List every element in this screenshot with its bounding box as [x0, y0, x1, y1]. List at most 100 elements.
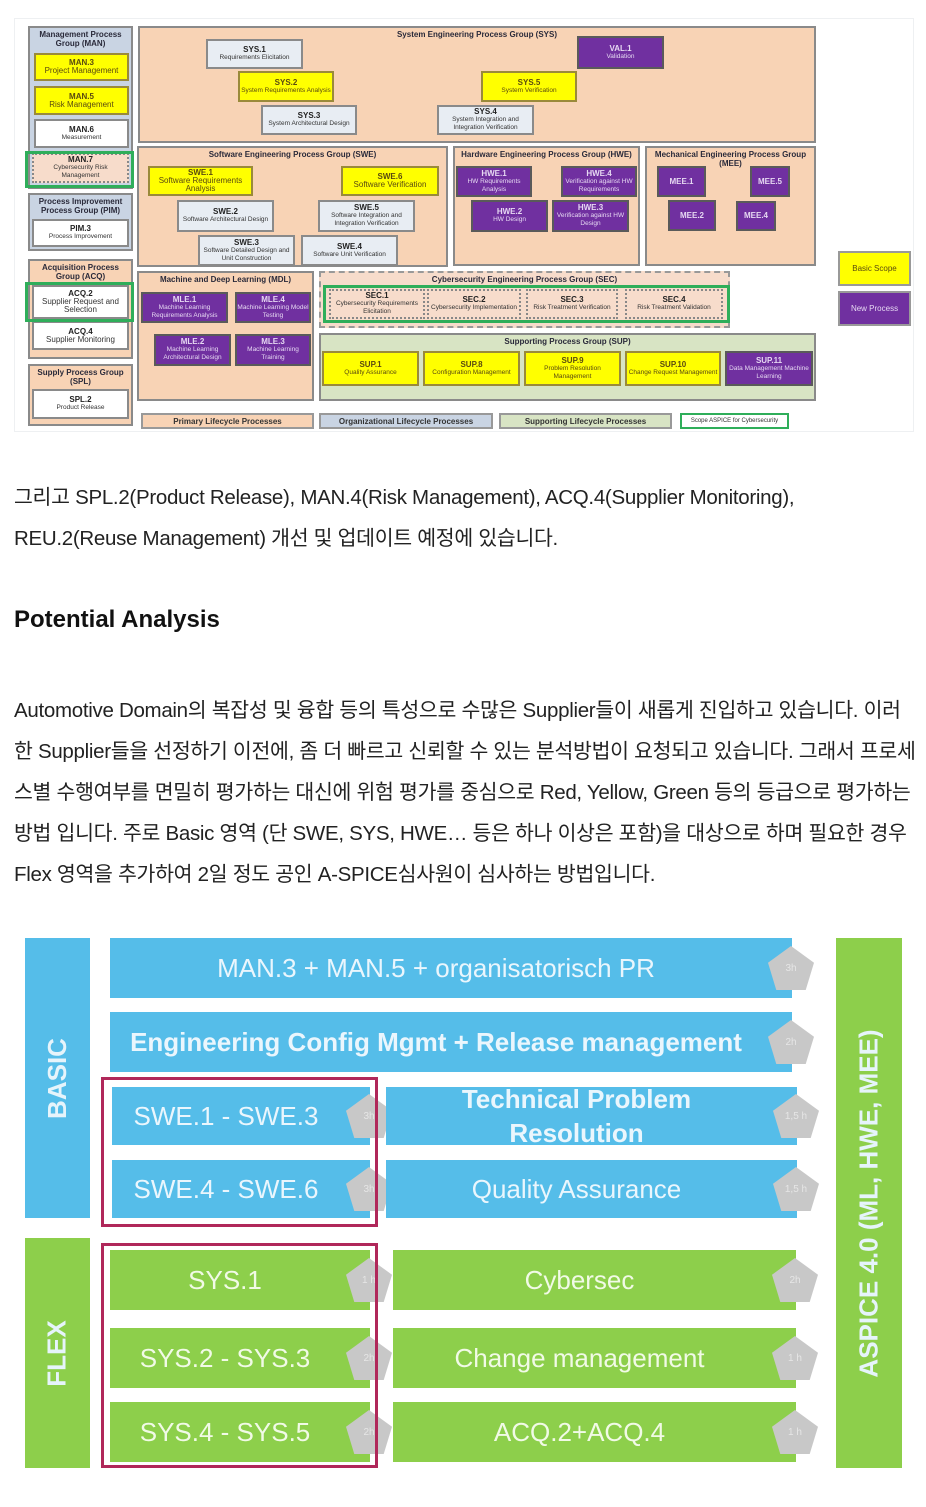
process-code: HWE.3	[577, 203, 604, 212]
hours-label: 1,5 h	[784, 1110, 808, 1122]
hours-label: 3h	[785, 962, 797, 974]
process-name: Cybersecurity Risk Management	[53, 164, 108, 179]
process-name: Data Management Machine Learning	[729, 364, 809, 380]
process-code: SUP.11	[755, 355, 783, 365]
process-name: Change Request Management	[628, 368, 718, 376]
process-name: Supplier Monitoring	[46, 334, 115, 344]
process-box-mee4: MEE.4	[736, 201, 776, 231]
process-code: MAN.5	[69, 91, 94, 101]
process-code: SEC.4	[662, 295, 686, 304]
group-title: Cybersecurity Engineering Process Group …	[431, 275, 618, 284]
process-code: HWE.1	[481, 168, 507, 178]
scope-item-label: SYS.1	[188, 1265, 262, 1295]
process-name: Product Release	[56, 404, 105, 411]
process-name: System Integration and Integration Verif…	[452, 116, 519, 131]
group-title: Hardware Engineering Process Group (HWE)	[461, 150, 632, 159]
legend-label: Basic Scope	[852, 264, 897, 273]
intro-paragraph: 그리고 SPL.2(Product Release), MAN.4(Risk M…	[14, 486, 795, 550]
process-code: HWE.2	[496, 207, 523, 216]
process-name: Project Management	[44, 66, 119, 75]
process-code: SWE.5	[354, 203, 379, 212]
process-code: MLE.4	[261, 294, 285, 304]
scope-item-r12: ACQ.2+ACQ.4	[393, 1402, 796, 1462]
scope-item-label: Engineering Config Mgmt + Release manage…	[130, 1027, 742, 1057]
process-name: Software Detailed Design and Unit Constr…	[203, 246, 290, 262]
hours-label: 2h	[363, 1426, 375, 1438]
process-code: SWE.1	[188, 168, 213, 177]
process-box-mee2: MEE.2	[668, 200, 716, 231]
scope-item-r6: Quality Assurance	[386, 1160, 797, 1218]
process-code: SYS.5	[517, 77, 541, 87]
analysis-paragraph: Automotive Domain의 복잡성 및 융합 등의 특성으로 수많은 …	[14, 699, 916, 886]
scope-item-label: SWE.4 - SWE.6	[133, 1174, 319, 1204]
scope-item-label: SYS.2 - SYS.3	[139, 1343, 311, 1373]
process-code: MLE.2	[180, 337, 205, 346]
legend-primary: Primary Lifecycle Processes	[141, 413, 314, 429]
scope-item-label: Change management	[454, 1343, 705, 1373]
process-code: SUP.9	[561, 355, 584, 365]
hours-label: 2h	[363, 1352, 375, 1364]
cybersecurity-scope-box-man7	[25, 151, 134, 188]
process-code: SYS.1	[243, 45, 266, 54]
legend-label: Organizational Lifecycle Processes	[338, 416, 474, 426]
group-title: Machine and Deep Learning (MDL)	[159, 275, 292, 284]
process-code: SYS.2	[274, 77, 298, 87]
process-name: System Architectural Design	[268, 120, 350, 127]
group-title: Acquisition Process Group (ACQ)	[42, 263, 119, 281]
process-code: SWE.4	[337, 241, 362, 251]
scope-item-label: ACQ.2+ACQ.4	[493, 1417, 666, 1447]
scope-item-r1: MAN.3 + MAN.5 + organisatorisch PR	[110, 938, 792, 998]
process-code: SUP.1	[359, 359, 382, 369]
process-code: ACQ.4	[68, 326, 93, 336]
process-name: System Requirements Analysis	[241, 86, 331, 94]
aspice-label: ASPICE 4.0 (ML, HWE, MEE)	[853, 1028, 884, 1378]
process-code: MEE.2	[679, 210, 704, 220]
group-title: Process Improvement Process Group (PIM)	[38, 197, 123, 215]
process-code: MLE.3	[261, 337, 285, 346]
process-name: Cybersecurity Implementation	[431, 304, 517, 311]
process-name: Verification against HW Requirements	[565, 177, 633, 193]
scope-item-label: SYS.4 - SYS.5	[139, 1417, 311, 1447]
process-name: Machine Learning Model Testing	[237, 303, 309, 319]
process-code: SWE.3	[234, 237, 259, 247]
process-name: Risk Management	[49, 99, 114, 109]
process-name: Cybersecurity Requirements Elicitation	[335, 300, 418, 315]
scope-item-label: MAN.3 + MAN.5 + organisatorisch PR	[217, 953, 655, 983]
legend-label: New Process	[850, 304, 899, 313]
legend-scope: Scope ASPICE for Cybersecurity	[680, 413, 789, 429]
legend-supporting: Supporting Lifecycle Processes	[499, 413, 672, 429]
process-box-mee5: MEE.5	[750, 166, 790, 197]
group-title: Supporting Process Group (SUP)	[504, 337, 631, 346]
hours-label: 2h	[785, 1036, 797, 1048]
legend-label: Supporting Lifecycle Processes	[524, 416, 647, 426]
process-name: Supplier Request and Selection	[42, 297, 119, 314]
legend-org: Organizational Lifecycle Processes	[319, 413, 493, 429]
scope-item-r8: SYS.2 - SYS.3	[110, 1328, 370, 1388]
process-code: SUP.8	[460, 359, 483, 369]
hours-label: 3h	[363, 1110, 375, 1122]
process-code: MEE.5	[757, 176, 782, 186]
process-name: Software Unit Verification	[313, 250, 386, 258]
